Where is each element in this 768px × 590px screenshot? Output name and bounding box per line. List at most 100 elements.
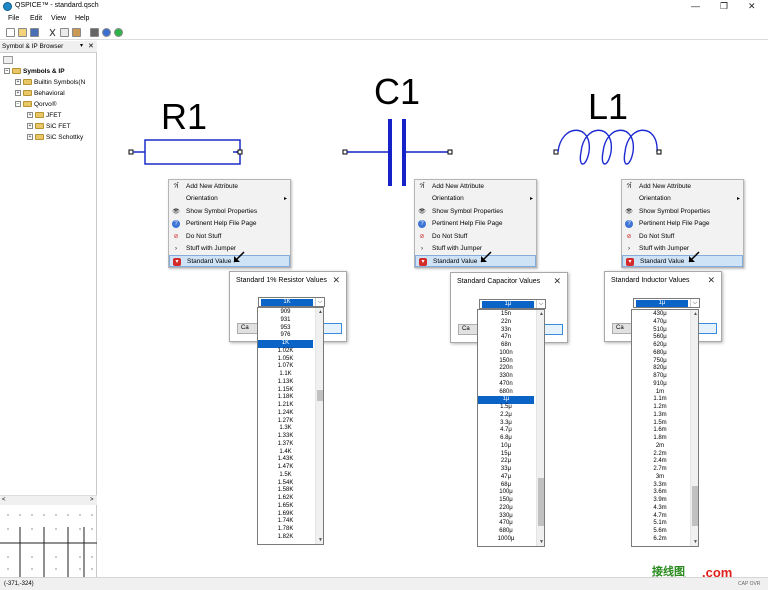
menu-item-help-page[interactable]: ?Pertinent Help File Page — [169, 218, 290, 230]
dropdown-option[interactable]: 150μ — [499, 497, 513, 503]
menu-item-show-properties[interactable]: 👁Show Symbol Properties — [418, 208, 504, 215]
dropdown-option[interactable]: 680n — [499, 388, 513, 395]
dropdown-option[interactable]: 1μ — [478, 396, 534, 404]
menu-item-help-page[interactable]: ?Pertinent Help File Page — [415, 218, 536, 230]
menu-edit[interactable]: Edit — [30, 15, 43, 22]
value-combo[interactable]: 1μ ⌵ — [633, 298, 700, 308]
menu-item-orientation[interactable]: Orientation▸ — [639, 195, 740, 202]
dropdown-option[interactable]: 1.1K — [279, 371, 292, 377]
dropdown-option[interactable]: 2.2μ — [500, 411, 512, 418]
dialog-close-button[interactable]: ✕ — [553, 276, 561, 286]
dropdown-option[interactable]: 1m — [655, 388, 665, 395]
scroll-left-icon[interactable]: < — [2, 497, 6, 503]
dropdown-option[interactable]: 1.3K — [279, 425, 292, 432]
tree-item-symbols-ip[interactable]: −Symbols & IP — [4, 68, 65, 75]
scroll-thumb[interactable] — [538, 478, 544, 526]
dropdown-option[interactable]: 33μ — [500, 466, 512, 472]
inductor-symbol[interactable] — [553, 123, 668, 173]
paste-icon[interactable] — [72, 28, 81, 37]
dropdown-option[interactable]: 470μ — [499, 520, 513, 527]
tree-item-sic-fet[interactable]: +SiC FET — [27, 123, 71, 130]
dropdown-scrollbar[interactable]: ▲ ▼ — [690, 310, 698, 546]
dropdown-option[interactable]: 68n — [500, 342, 511, 348]
dropdown-option[interactable]: 33n — [500, 326, 511, 333]
dropdown-option[interactable]: 510μ — [653, 326, 667, 333]
value-combo[interactable]: 1μ ⌵ — [479, 299, 546, 309]
dropdown-option[interactable]: 220n — [499, 365, 513, 372]
schematic-minimap[interactable] — [0, 507, 97, 577]
dropdown-option[interactable]: 1.07K — [277, 363, 294, 370]
dropdown-option[interactable]: 1.15K — [277, 386, 294, 393]
dropdown-option[interactable]: 976 — [280, 332, 291, 339]
copy-icon[interactable] — [60, 28, 69, 37]
dropdown-option[interactable]: 1K — [258, 340, 313, 348]
value-combo[interactable]: 1K ⌵ — [258, 297, 325, 307]
save-icon[interactable] — [30, 28, 39, 37]
dropdown-option[interactable]: 1.27K — [277, 417, 294, 424]
dropdown-option[interactable]: 330n — [499, 373, 513, 379]
menu-help[interactable]: Help — [75, 15, 90, 22]
chevron-down-icon[interactable]: ⌵ — [315, 298, 324, 306]
menu-item-do-not-stuff[interactable]: ⊘Do Not Stuff — [173, 233, 222, 240]
print-icon[interactable] — [90, 28, 99, 37]
dropdown-option[interactable]: 1.13K — [277, 378, 294, 385]
capacitor-symbol[interactable] — [342, 116, 457, 191]
dialog-close-button[interactable]: ✕ — [332, 275, 340, 285]
dropdown-option[interactable]: 1.65K — [277, 502, 294, 509]
menu-item-stuff-jumper[interactable]: ›Stuff with Jumper — [415, 243, 536, 255]
dropdown-option[interactable]: 100μ — [499, 489, 513, 496]
new-file-icon[interactable] — [6, 28, 15, 37]
dropdown-option[interactable]: 3.6m — [653, 489, 667, 496]
browser-toolbar-icon[interactable] — [3, 56, 13, 64]
menu-item-stuff-jumper[interactable]: ›Stuff with Jumper — [622, 243, 743, 255]
menu-item-standard-value[interactable]: ▾Standard Value — [622, 255, 743, 267]
menu-item-do-not-stuff[interactable]: ⊘Do Not Stuff — [419, 233, 468, 240]
menu-item-show-properties[interactable]: 👁Show Symbol Properties — [172, 208, 258, 215]
dropdown-option[interactable]: 909 — [280, 309, 291, 315]
dropdown-option[interactable]: 620μ — [653, 342, 667, 348]
dropdown-option[interactable]: 1.69K — [277, 510, 294, 517]
chevron-down-icon[interactable]: ⌵ — [690, 299, 699, 307]
scroll-down-icon[interactable]: ▼ — [318, 537, 323, 543]
maximize-button[interactable]: ❐ — [720, 1, 729, 11]
dropdown-option[interactable]: 953 — [280, 324, 291, 331]
dropdown-option[interactable]: 1.2m — [653, 404, 667, 410]
dropdown-option[interactable]: 330μ — [499, 512, 513, 519]
dropdown-option[interactable]: 1.24K — [277, 409, 294, 416]
dropdown-option[interactable]: 22μ — [500, 458, 512, 465]
dropdown-option[interactable]: 931 — [280, 316, 291, 323]
scroll-down-icon[interactable]: ▼ — [539, 539, 544, 545]
dropdown-option[interactable]: 2m — [655, 442, 665, 449]
dropdown-option[interactable]: 470μ — [653, 318, 667, 325]
dropdown-option[interactable]: 47n — [500, 334, 511, 341]
dropdown-option[interactable]: 10μ — [500, 442, 512, 449]
dropdown-option[interactable]: 1.21K — [277, 402, 294, 408]
dropdown-option[interactable]: 3.9m — [653, 497, 667, 503]
dropdown-option[interactable]: 680μ — [653, 349, 667, 356]
dropdown-option[interactable]: 3m — [655, 473, 665, 480]
menu-item-orientation[interactable]: Orientation▸ — [432, 195, 533, 202]
tree-item-behavioral[interactable]: +Behavioral — [15, 90, 65, 97]
dropdown-option[interactable]: 1.5μ — [500, 404, 512, 410]
dropdown-option[interactable]: 5.6m — [653, 528, 667, 534]
dropdown-option[interactable]: 15μ — [500, 450, 512, 457]
scroll-down-icon[interactable]: ▼ — [693, 539, 698, 545]
dropdown-option[interactable]: 680μ — [499, 528, 513, 534]
tree-item-builtin[interactable]: +Builtin Symbols(N — [15, 79, 86, 86]
dropdown-option[interactable]: 6.8μ — [500, 435, 512, 441]
browser-horizontal-scrollbar[interactable]: < > — [0, 495, 97, 505]
dropdown-option[interactable]: 1.78K — [277, 526, 294, 532]
dropdown-option[interactable]: 4.7m — [653, 512, 667, 519]
menu-item-orientation[interactable]: Orientation▸ — [186, 195, 287, 202]
dropdown-option[interactable]: 100n — [499, 349, 513, 356]
dropdown-option[interactable]: 1.6m — [653, 427, 667, 434]
dropdown-option[interactable]: 1.3m — [653, 411, 667, 418]
dropdown-option[interactable]: 1.05K — [277, 355, 294, 362]
dropdown-option[interactable]: 3.3m — [653, 481, 667, 488]
dropdown-option[interactable]: 1.58K — [277, 487, 294, 494]
dropdown-option[interactable]: 1000μ — [497, 535, 515, 542]
open-folder-icon[interactable] — [18, 28, 27, 37]
dropdown-option[interactable]: 1.33K — [277, 433, 294, 439]
